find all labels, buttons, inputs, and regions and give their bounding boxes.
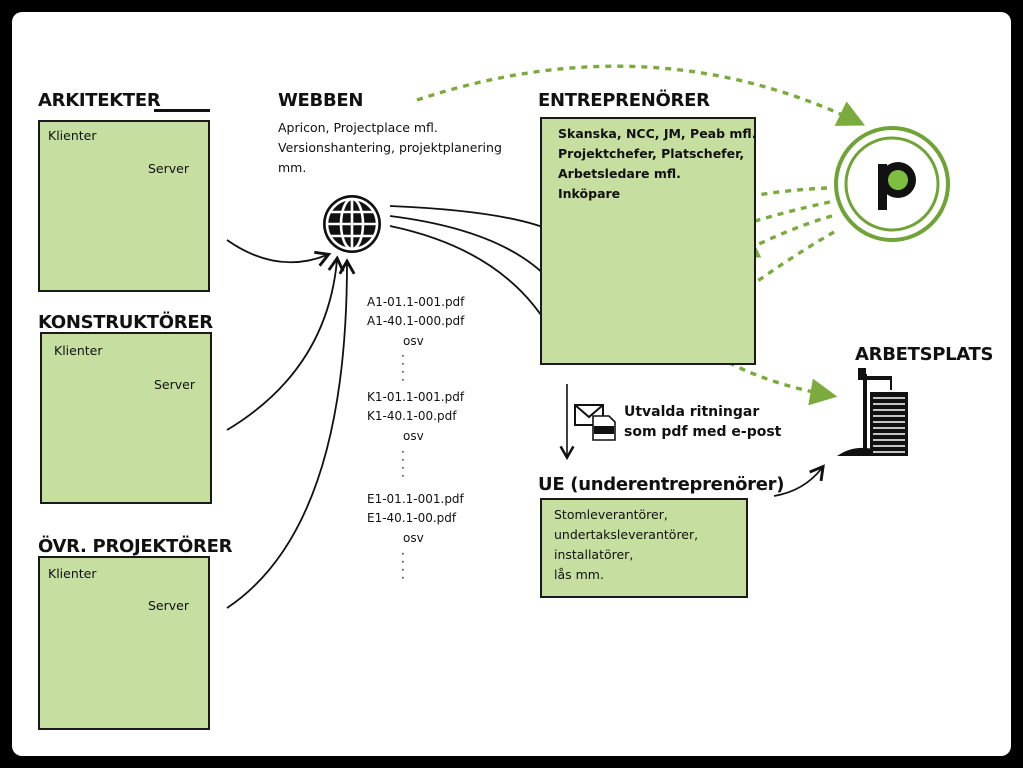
- webben-title: WEBBEN: [278, 90, 364, 111]
- file-name: A1-01.1-001.pdf: [367, 295, 465, 309]
- clients-label: Klienter: [48, 128, 97, 143]
- server-label: Server: [154, 377, 195, 392]
- ue-box: [540, 498, 748, 598]
- webben-line-2: Versionshantering, projektplanering: [278, 140, 502, 155]
- group-title-konstruktorer: KONSTRUKTÖRER: [38, 312, 213, 333]
- pdf-icon: [592, 415, 616, 441]
- entreprenorer-line-3: Arbetsledare mfl.: [558, 166, 681, 181]
- clients-label: Klienter: [54, 343, 103, 358]
- ue-line-3: installatörer,: [554, 547, 634, 562]
- clients-label: Klienter: [48, 566, 97, 581]
- server-label: Server: [148, 598, 189, 613]
- entreprenorer-title: ENTREPRENÖRER: [538, 90, 710, 111]
- file-osv: osv: [403, 531, 424, 545]
- group-title-ovr-projektorer: ÖVR. PROJEKTÖRER: [38, 536, 233, 557]
- arbetsplats-title: ARBETSPLATS: [855, 344, 994, 365]
- globe-icon: [323, 195, 381, 253]
- ue-line-4: lås mm.: [554, 567, 604, 582]
- ellipsis-dots: ····: [401, 547, 405, 585]
- file-name: E1-01.1-001.pdf: [367, 492, 464, 506]
- entreprenorer-line-1: Skanska, NCC, JM, Peab mfl.: [558, 126, 757, 141]
- ue-title: UE (underentreprenörer): [538, 474, 785, 495]
- p-logo-icon: [834, 126, 950, 242]
- entreprenorer-line-4: Inköpare: [558, 186, 621, 201]
- ue-line-2: undertaksleverantörer,: [554, 527, 699, 542]
- entreprenorer-box: [540, 117, 756, 365]
- group-box-arkitekter: [38, 120, 210, 292]
- file-osv: osv: [403, 334, 424, 348]
- group-title-arkitekter: ARKITEKTER: [38, 90, 161, 111]
- file-name: E1-40.1-00.pdf: [367, 511, 457, 525]
- group-box-konstruktorer: [40, 332, 212, 504]
- file-name: K1-01.1-001.pdf: [367, 390, 465, 404]
- ue-line-1: Stomleverantörer,: [554, 507, 668, 522]
- webben-line-3: mm.: [278, 160, 307, 175]
- crane-building-icon: [837, 368, 908, 456]
- server-label: Server: [148, 161, 189, 176]
- entreprenorer-line-2: Projektchefer, Platschefer,: [558, 146, 745, 161]
- group-box-ovr-projektorer: [38, 556, 210, 730]
- file-osv: osv: [403, 429, 424, 443]
- file-name: K1-40.1-00.pdf: [367, 409, 457, 423]
- diagram-canvas: ARKITEKTER Klienter Server KONSTRUKTÖRER…: [12, 12, 1011, 756]
- ellipsis-dots: ····: [401, 445, 405, 483]
- email-line-1: Utvalda ritningar: [624, 404, 760, 420]
- ellipsis-dots: ····: [401, 349, 405, 387]
- title-underline: [154, 109, 210, 112]
- email-line-2: som pdf med e-post: [624, 424, 782, 440]
- webben-line-1: Apricon, Projectplace mfl.: [278, 120, 438, 135]
- file-name: A1-40.1-000.pdf: [367, 314, 465, 328]
